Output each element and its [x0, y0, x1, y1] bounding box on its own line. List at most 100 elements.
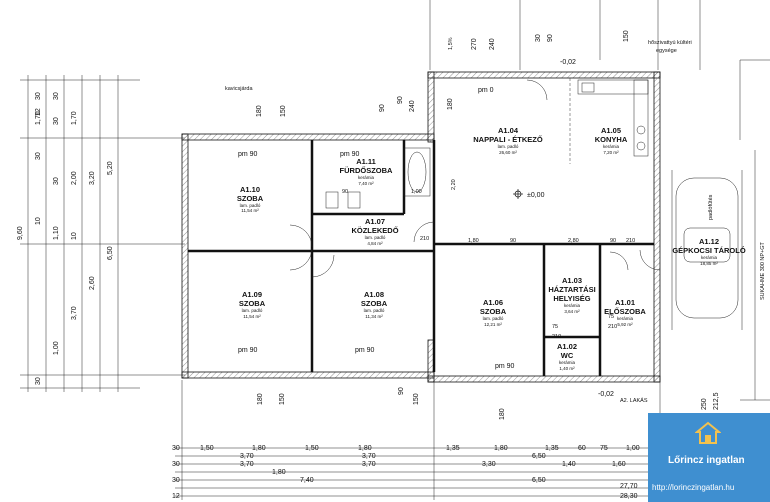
- room-code: A1.04: [498, 126, 519, 135]
- dim: 3,70: [71, 306, 78, 320]
- level-minus-a: -0,02: [560, 59, 576, 66]
- interior-walls: [188, 78, 654, 376]
- room-a102: A1.02 WC kerámia 1,40 m²: [557, 342, 577, 371]
- room-a112: A1.12 GÉPKOCSI TÁROLÓ kerámia 18,85 m²: [672, 237, 746, 266]
- room-a110: A1.10 SZOBA lam. padló 11,54 m²: [237, 185, 264, 213]
- brand-url[interactable]: http://lorinczingatlan.hu: [652, 483, 735, 492]
- room-name-line2: HELYISÉG: [553, 294, 590, 303]
- room-floor: kerámia: [617, 316, 634, 321]
- room-name: KONYHA: [595, 135, 628, 144]
- dim: 28,30: [620, 493, 638, 500]
- room-floor: kerámia: [564, 303, 581, 308]
- room-area: 4,84 m²: [367, 241, 383, 246]
- dim: 212,5: [713, 392, 720, 410]
- dim: 1,70: [71, 111, 78, 125]
- dim: 9,60: [17, 226, 24, 240]
- dim: 30: [35, 92, 42, 100]
- dim: 180: [499, 408, 506, 420]
- brand-badge[interactable]: Lőrincz ingatlan http://lorinczingatlan.…: [648, 413, 770, 502]
- level-pm90-e: pm 90: [495, 363, 515, 370]
- dim: 210: [420, 236, 429, 242]
- dim: 180: [257, 393, 264, 405]
- room-code: A1.06: [483, 298, 503, 307]
- room-code: A1.10: [240, 185, 260, 194]
- dim: 1,00: [411, 189, 422, 195]
- room-a107: A1.07 KÖZLEKEDŐ lam. padló 4,84 m²: [351, 217, 398, 246]
- bottom-dimension-lines: [175, 380, 661, 500]
- dim: 240: [489, 38, 496, 50]
- dim: 1,80: [468, 238, 479, 244]
- terrace-lines: [429, 0, 770, 401]
- dim: 1,80: [252, 445, 266, 452]
- room-code: A1.11: [356, 157, 376, 166]
- note-floor-heating: padlófűtés: [708, 194, 714, 220]
- room-area: 3,64 m²: [564, 309, 580, 314]
- dim: 3,20: [89, 171, 96, 185]
- dim: 150: [413, 393, 420, 405]
- dim: 30: [535, 34, 542, 42]
- car-outline: [671, 170, 743, 330]
- level-marker-icons: [513, 189, 523, 199]
- dim: 75: [552, 324, 558, 330]
- dim: 30: [35, 152, 42, 160]
- dim: 6,50: [107, 246, 114, 260]
- dim: 90: [510, 238, 516, 244]
- dim: 210: [608, 324, 617, 330]
- room-name: NAPPALI - ÉTKEZŐ: [473, 135, 543, 144]
- dim: 3,70: [240, 453, 254, 460]
- dim: 90: [342, 189, 348, 195]
- dim: 30: [172, 461, 180, 468]
- dim: 12: [172, 493, 180, 500]
- room-area: 11,34 m²: [365, 314, 383, 319]
- room-floor: lam. padló: [498, 144, 519, 149]
- room-code: A1.05: [601, 126, 621, 135]
- dim: 1,00: [626, 445, 640, 452]
- room-floor: kerámia: [559, 360, 576, 365]
- dim: 1,50: [200, 445, 214, 452]
- room-name: SZOBA: [239, 299, 266, 308]
- note-door-type: SUKAHME 300 NP+GT: [760, 241, 766, 300]
- room-a101: A1.01 ELŐSZOBA kerámia 5,92 m²: [604, 298, 646, 327]
- dim: 3,30: [482, 461, 496, 468]
- room-floor: lam. padló: [483, 316, 504, 321]
- note-flat: A2. LAKÁS: [620, 397, 648, 404]
- room-name: SZOBA: [237, 194, 264, 203]
- room-code: A1.09: [242, 290, 262, 299]
- room-area: 5,92 m²: [617, 322, 633, 327]
- room-area: 12,21 m²: [484, 322, 502, 327]
- dim: 12: [35, 108, 42, 116]
- dim: 1,35: [446, 445, 460, 452]
- plan-notes: kavicsjárda pm 0 pm 90 pm 90 pm 90 pm 90…: [225, 37, 766, 404]
- level-zero: ±0,00: [527, 192, 545, 199]
- room-code: A1.03: [562, 276, 582, 285]
- room-a109: A1.09 SZOBA lam. padló 11,54 m²: [239, 290, 266, 319]
- dim: 2,20: [451, 179, 457, 190]
- dim: 90: [397, 96, 404, 104]
- room-name: ELŐSZOBA: [604, 307, 646, 316]
- bottom-dimension-labels: 1,50 1,80 1,50 1,80 1,35 1,80 1,35 60 75…: [172, 445, 640, 500]
- room-floor: kerámia: [701, 255, 718, 260]
- dim: 90: [379, 104, 386, 112]
- dim: 250: [701, 398, 708, 410]
- dim: 1,35: [545, 445, 559, 452]
- level-minus-b: -0,02: [598, 391, 614, 398]
- room-area: 7,40 m²: [358, 181, 374, 186]
- dim: 1,50: [305, 445, 319, 452]
- dim: 30: [35, 377, 42, 385]
- brand-name: Lőrincz ingatlan: [668, 455, 745, 466]
- note-kavicsjarda: kavicsjárda: [225, 86, 253, 92]
- note-heatpump: hőszivattyú kültéri: [648, 40, 692, 46]
- bathroom-fixtures: [325, 147, 431, 209]
- level-pm90-b: pm 90: [340, 151, 360, 158]
- dim: 90: [398, 387, 405, 395]
- dim: 150: [279, 393, 286, 405]
- room-name: SZOBA: [361, 299, 388, 308]
- room-a111: A1.11 FÜRDŐSZOBA kerámia 7,40 m²: [340, 157, 393, 186]
- dim: 240: [409, 100, 416, 112]
- kitchen-counter: [577, 79, 649, 157]
- dim: 6,50: [532, 477, 546, 484]
- interior-dimension-labels: 90 1,00 1,80 90 2,80 90 210 210 75 210 7…: [342, 179, 635, 340]
- dim: 3,70: [240, 461, 254, 468]
- dim: 1,40: [562, 461, 576, 468]
- dim: 30: [53, 177, 60, 185]
